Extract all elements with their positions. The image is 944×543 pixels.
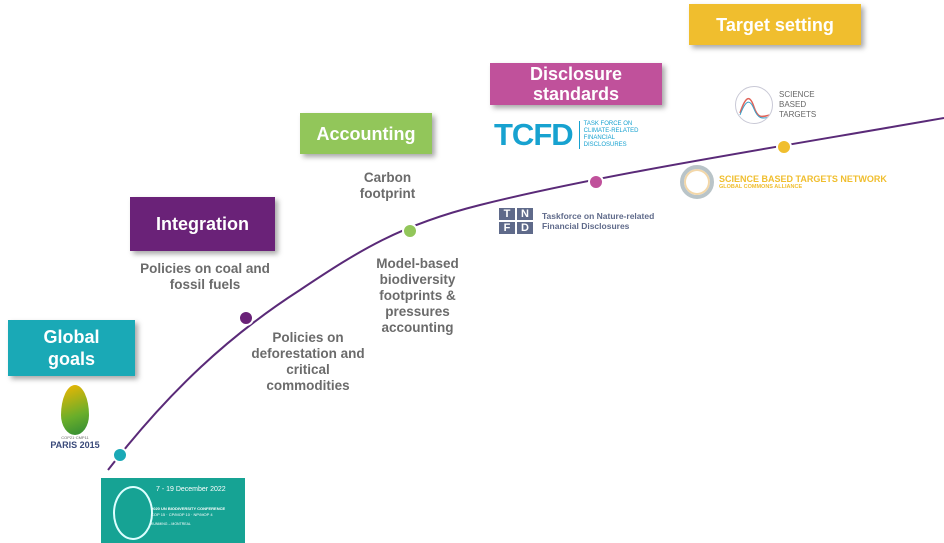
tnfd-letter: D	[517, 222, 533, 234]
stage-target: Target setting	[689, 4, 861, 45]
label-carbon: Carbon footprint	[359, 170, 416, 201]
tcfd-text: TASK FORCE ON CLIMATE-RELATED FINANCIAL …	[578, 121, 644, 149]
cop15-place: KUNMING – MONTREAL	[151, 522, 191, 526]
stage-global-goals: Global goals	[8, 320, 135, 376]
tnfd-text2: Financial Disclosures	[542, 221, 630, 231]
tcfd-mark: TCFD	[494, 117, 574, 152]
sbtn-title: SCIENCE BASED TARGETS NETWORK	[719, 174, 887, 184]
milestone-target	[776, 139, 792, 155]
sbtn-ring-icon	[680, 165, 714, 199]
label-coal: Policies on coal and fossil fuels	[140, 261, 270, 292]
milestone-integration	[238, 310, 254, 326]
tnfd-letter: N	[517, 208, 533, 220]
milestone-disclosure	[588, 174, 604, 190]
stage-accounting: Accounting	[300, 113, 432, 154]
milestone-accounting	[402, 223, 418, 239]
sbt-l1: SCIENCE	[779, 90, 815, 99]
cop15-logo: 7 - 19 December 2022 2020 UN BIODIVERSIT…	[101, 478, 245, 543]
sbt-l2: BASED	[779, 100, 807, 109]
paris-title: PARIS 2015	[50, 440, 100, 450]
cop15-date: 7 - 19 December 2022	[156, 486, 226, 493]
cop15-title: 2020 UN BIODIVERSITY CONFERENCE	[151, 506, 226, 511]
sbt-wave-icon	[735, 86, 773, 124]
label-biodiversity: Model-based biodiversity footprints & pr…	[376, 256, 459, 335]
paris-sub: COP21·CMP11	[61, 435, 89, 440]
sbt-logo: SCIENCE BASED TARGETS	[735, 86, 816, 124]
stage-disclosure: Disclosure standards	[490, 63, 662, 105]
tnfd-text1: Taskforce on Nature-related	[542, 211, 655, 221]
sbtn-sub: GLOBAL COMMONS ALLIANCE	[719, 184, 803, 190]
label-deforestation: Policies on deforestation and critical c…	[251, 330, 365, 393]
tnfd-letter: T	[499, 208, 515, 220]
milestone-global-goals	[112, 447, 128, 463]
paris-2015-logo: COP21·CMP11 PARIS 2015	[50, 385, 100, 450]
cop15-emblem-icon	[113, 486, 153, 540]
cop15-sub: COP 15 · CP/MOP 10 · NP/MOP 4	[151, 512, 213, 517]
sbtn-logo: SCIENCE BASED TARGETS NETWORK GLOBAL COM…	[680, 165, 887, 199]
sbt-l3: TARGETS	[779, 110, 817, 119]
stage-integration: Integration	[130, 197, 275, 251]
tnfd-letter: F	[499, 222, 515, 234]
tnfd-logo: T N F D Taskforce on Nature-related Fina…	[499, 208, 654, 234]
tcfd-logo: TCFD TASK FORCE ON CLIMATE-RELATED FINAN…	[494, 117, 644, 153]
leaf-icon	[61, 385, 89, 435]
